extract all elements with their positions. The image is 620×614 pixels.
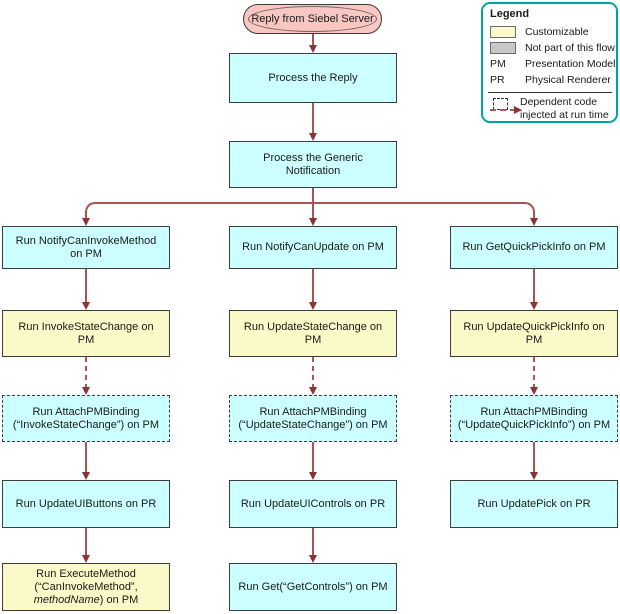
node-label: Run NotifyCanUpdate on PM	[242, 241, 384, 253]
node-label-line1: Run ExecuteMethod	[36, 567, 136, 580]
legend-item-dependent-code: Dependent code injected at run time	[490, 96, 614, 122]
node-updateuicontrols: Run UpdateUIControls on PR	[229, 480, 397, 528]
node-label-line1: Run AttachPMBinding	[259, 405, 367, 418]
node-label: Run Get(“GetControls”) on PM	[238, 580, 388, 593]
legend: Legend Customizable Not part of this flo…	[481, 2, 618, 123]
dashed-connector-col1	[85, 357, 87, 387]
node-label-rest: ) on PM	[99, 593, 139, 606]
legend-item-customizable: Customizable	[490, 24, 614, 40]
node-label: Run GetQuickPickInfo on PM	[462, 241, 606, 253]
start-node: Reply from Siebel Server	[243, 4, 382, 34]
node-get-getcontrols: Run Get(“GetControls”) on PM	[229, 563, 397, 611]
arrowhead-icon	[308, 45, 317, 53]
node-label: Process the Reply	[268, 71, 358, 84]
connector-col3-row1-row2	[533, 269, 535, 302]
node-label-line2: (“CanInvokeMethod”,	[34, 580, 138, 593]
node-updatequickpickinfo: Run UpdateQuickPickInfo on PM	[450, 310, 618, 357]
arrowhead-icon	[308, 387, 317, 395]
legend-item-label: Dependent code injected at run time	[520, 96, 609, 122]
node-attachpmbinding-invokestatechange: Run AttachPMBinding (“InvokeStateChange”…	[2, 395, 170, 442]
dashed-red-arrow-icon	[490, 109, 514, 111]
node-label: Run UpdateUIControls on PR	[240, 497, 386, 510]
connector-col2-row1-row2	[312, 269, 314, 302]
connector-col3-row3-row4	[533, 442, 535, 472]
legend-item-pr: PR Physical Renderer	[490, 72, 614, 88]
dependent-label-line1: Dependent code	[520, 96, 598, 108]
arrowhead-icon	[81, 302, 90, 310]
node-process-generic-notification: Process the Generic Notification	[229, 141, 397, 188]
node-label: Run UpdateUIButtons on PR	[15, 497, 157, 510]
arrowhead-icon	[529, 302, 538, 310]
arrowhead-icon	[81, 555, 90, 563]
node-label: Run UpdateQuickPickInfo on PM	[463, 320, 605, 346]
connector-notification-to-branch	[312, 188, 314, 204]
legend-title: Legend	[490, 8, 530, 20]
legend-item-label: Physical Renderer	[525, 73, 611, 86]
legend-item-label: Presentation Model	[525, 57, 616, 70]
node-label-line1: Run AttachPMBinding	[32, 405, 140, 418]
node-process-the-reply: Process the Reply	[229, 53, 397, 103]
legend-divider	[488, 92, 612, 93]
node-label-line2: (“InvokeStateChange”) on PM	[12, 418, 160, 431]
node-getquickpickinfo: Run GetQuickPickInfo on PM	[450, 226, 618, 269]
legend-item-not-part: Not part of this flow	[490, 40, 615, 56]
node-attachpmbinding-updatestatechange: Run AttachPMBinding (“UpdateStateChange”…	[229, 395, 397, 442]
arrowhead-icon	[529, 218, 538, 226]
arrowhead-icon	[308, 218, 317, 226]
node-notifycaninvokemethod: Run NotifyCanInvokeMethod on PM	[2, 226, 170, 269]
legend-abbr: PM	[490, 57, 506, 70]
arrowhead-icon	[81, 472, 90, 480]
arrowhead-icon	[529, 472, 538, 480]
connector-branch-center	[312, 204, 314, 218]
node-label: Process the Generic Notification	[263, 151, 363, 177]
node-label-line3: methodName) on PM	[34, 594, 139, 607]
dashed-red-arrowhead-icon	[514, 105, 522, 114]
node-updateuibuttons: Run UpdateUIButtons on PR	[2, 480, 170, 528]
connector-reply-to-notification	[312, 103, 314, 134]
arrowhead-icon	[308, 555, 317, 563]
legend-item-label: Customizable	[525, 25, 589, 38]
node-attachpmbinding-updatequickpickinfo: Run AttachPMBinding (“UpdateQuickPickInf…	[450, 395, 618, 442]
node-label-line2: (“UpdateQuickPickInfo”) on PM	[457, 418, 611, 431]
arrowhead-icon	[81, 218, 90, 226]
connector-start-to-reply	[312, 34, 314, 46]
node-label: Run UpdatePick on PR	[477, 497, 591, 510]
connector-col1-row3-row4	[85, 442, 87, 472]
not-part-swatch-icon	[490, 42, 516, 54]
node-label-line2: (“UpdateStateChange”) on PM	[238, 418, 388, 431]
node-label: Run NotifyCanInvokeMethod on PM	[15, 234, 157, 260]
start-node-label: Reply from Siebel Server	[248, 6, 377, 32]
legend-abbr: PR	[490, 73, 505, 86]
node-updatepick: Run UpdatePick on PR	[450, 480, 618, 528]
customizable-swatch-icon	[490, 26, 516, 38]
arrowhead-icon	[308, 133, 317, 141]
arrowhead-icon	[529, 387, 538, 395]
node-label-italic: methodName	[33, 593, 100, 606]
connector-col1-row4-row5	[85, 528, 87, 555]
branch-connector	[85, 202, 535, 218]
connector-col1-row1-row2	[85, 269, 87, 302]
node-updatestatechange: Run UpdateStateChange on PM	[229, 310, 397, 357]
arrowhead-icon	[81, 387, 90, 395]
legend-item-label: Not part of this flow	[525, 41, 615, 54]
node-notifycanupdate: Run NotifyCanUpdate on PM	[229, 226, 397, 269]
node-label: Run UpdateStateChange on PM	[243, 320, 383, 346]
connector-col2-row3-row4	[312, 442, 314, 472]
dashed-connector-col3	[533, 357, 535, 387]
node-invokestatechange: Run InvokeStateChange on PM	[2, 310, 170, 357]
node-label: Run InvokeStateChange on PM	[18, 320, 154, 346]
dashed-connector-col2	[312, 357, 314, 387]
connector-col2-row4-row5	[312, 528, 314, 555]
legend-item-pm: PM Presentation Model	[490, 56, 616, 72]
node-executemethod: Run ExecuteMethod (“CanInvokeMethod”, me…	[2, 563, 170, 611]
arrowhead-icon	[308, 472, 317, 480]
arrowhead-icon	[308, 302, 317, 310]
node-label-line1: Run AttachPMBinding	[480, 405, 588, 418]
dependent-label-line2: injected at run time	[520, 109, 609, 121]
